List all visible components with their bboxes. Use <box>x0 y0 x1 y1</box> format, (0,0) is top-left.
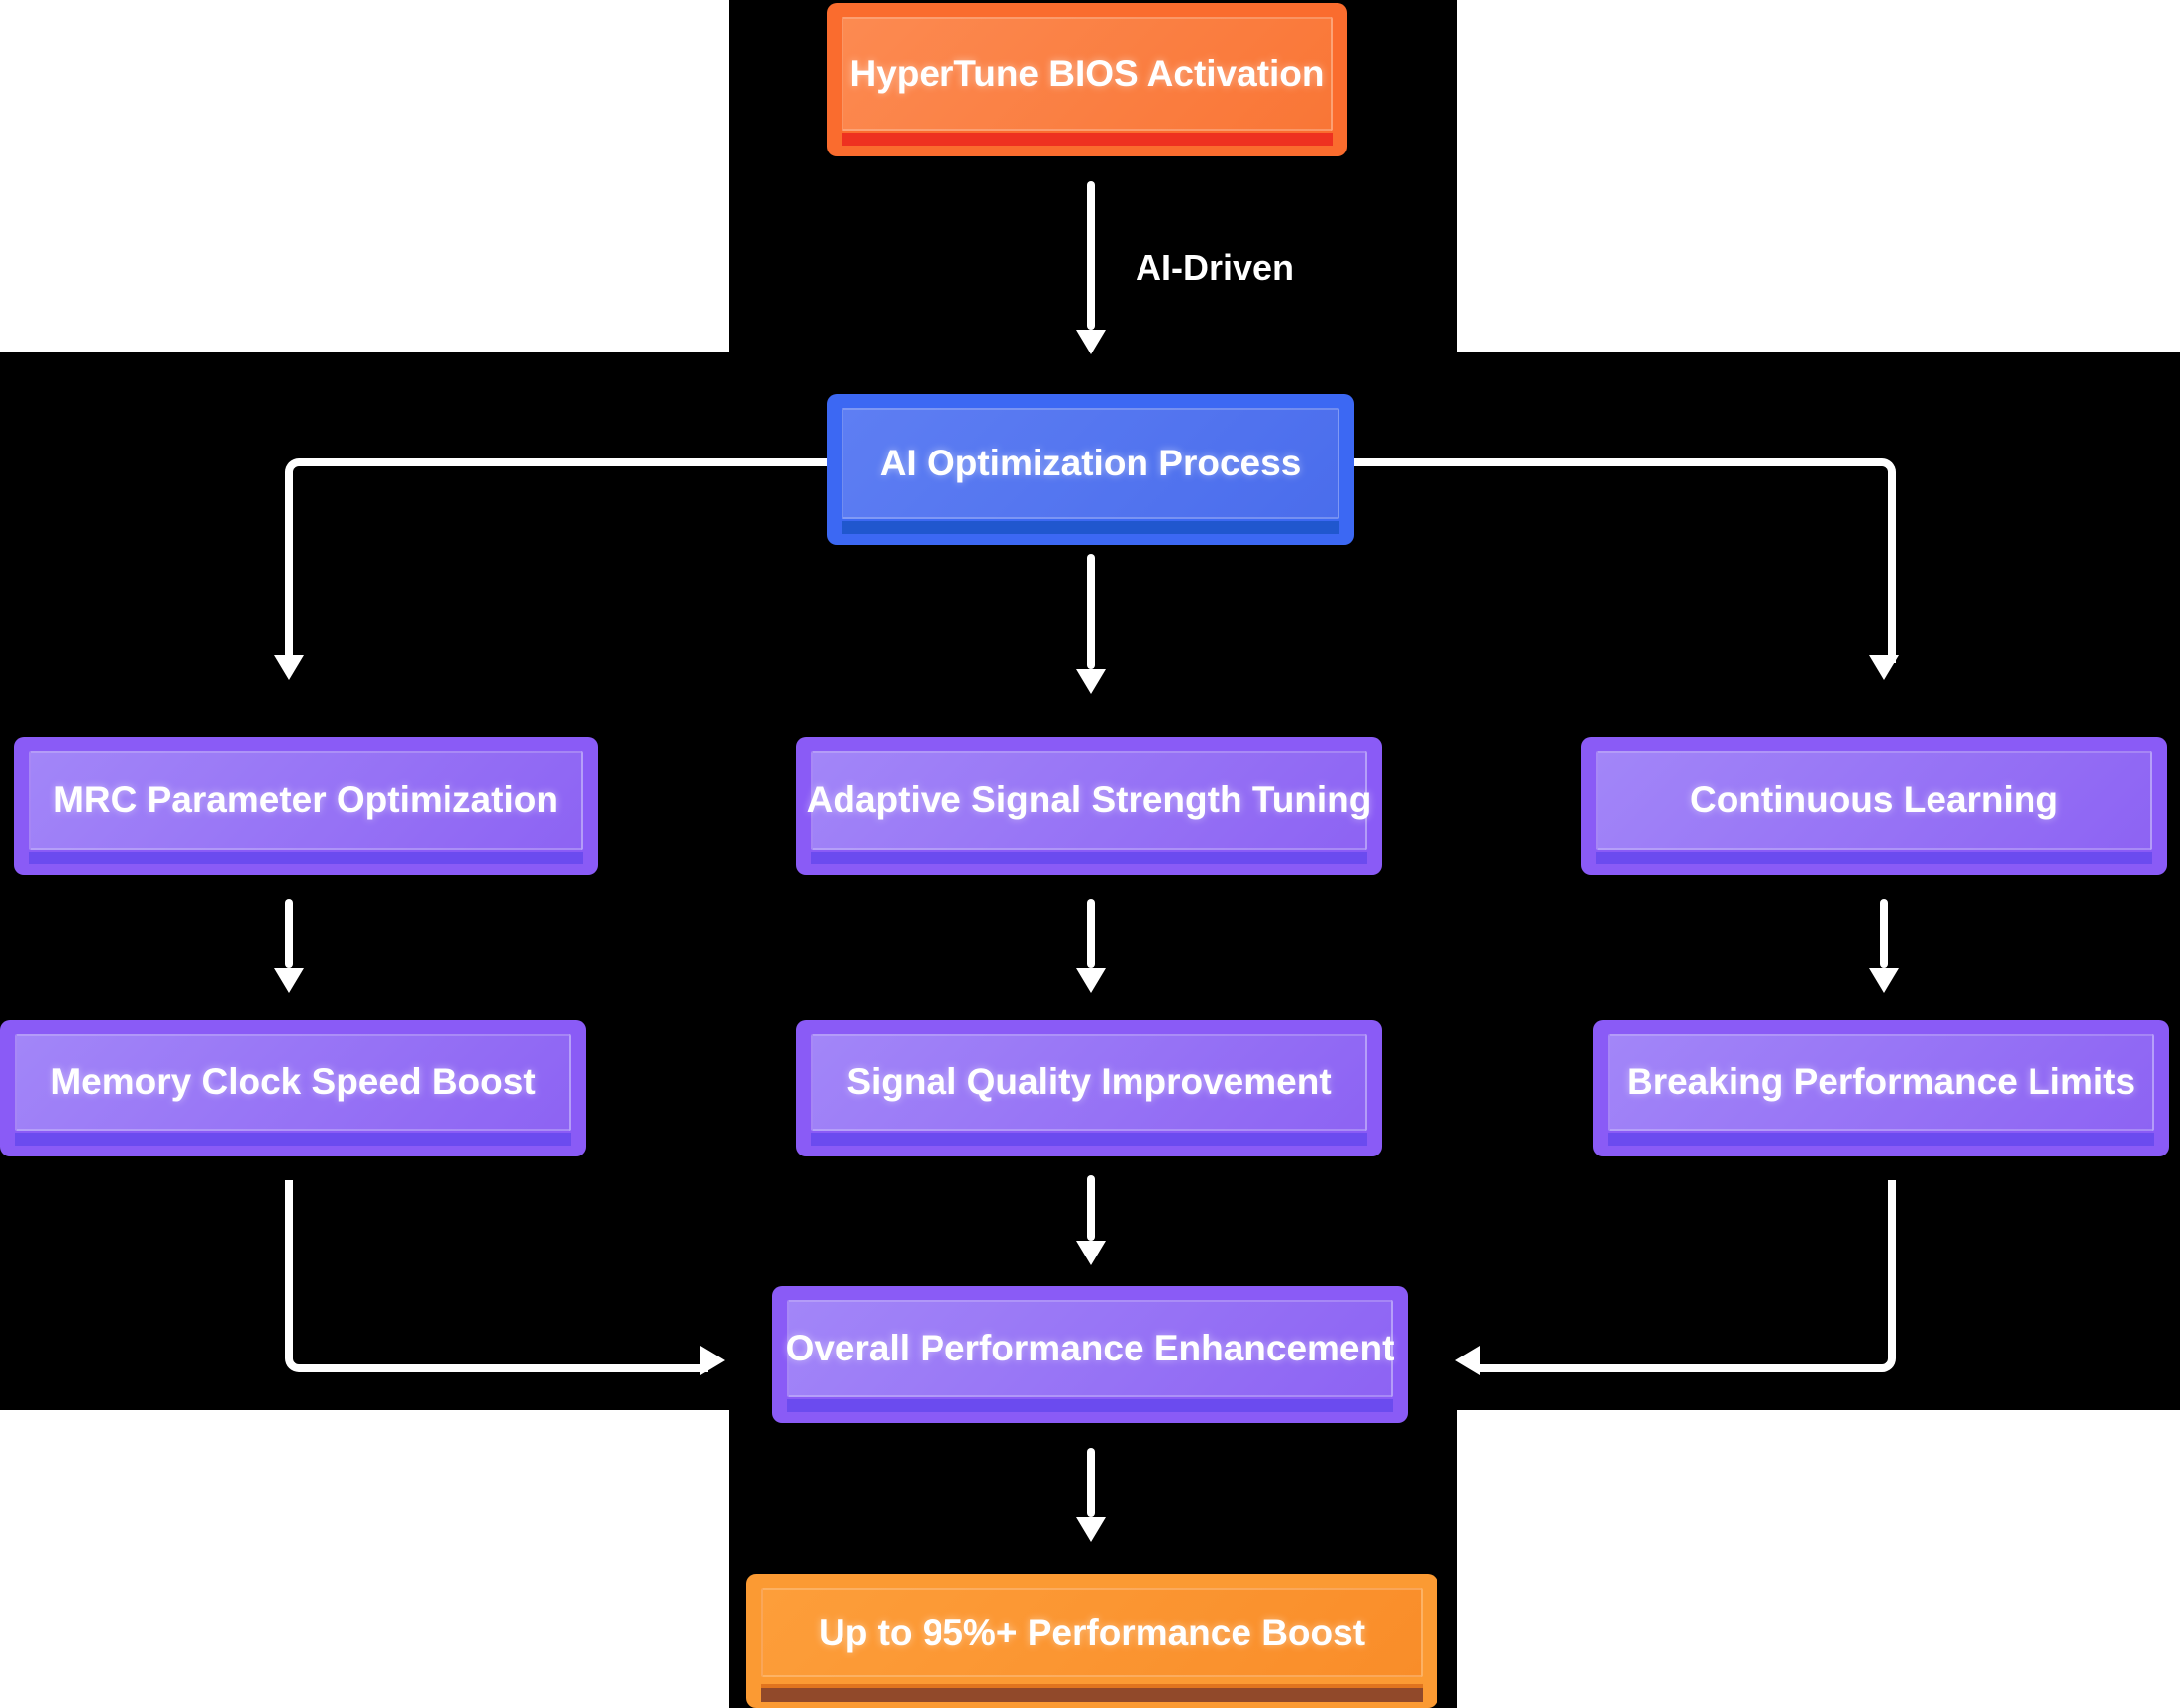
node-adaptive-signal-strength-tuning: Adaptive Signal Strength Tuning <box>796 737 1382 875</box>
node-label: MRC Parameter Optimization <box>53 779 558 820</box>
connector-process-mrc <box>285 458 835 663</box>
connector-signal-overall <box>1087 1175 1095 1241</box>
connector-process-adaptive <box>1087 554 1095 669</box>
node-continuous-learning: Continuous Learning <box>1581 737 2167 875</box>
arrowhead-mrc-memory <box>274 968 304 993</box>
connector-mrc-memory <box>285 899 293 968</box>
node-accent-strip <box>761 1684 1423 1702</box>
arrowhead-limits-overall <box>1455 1346 1480 1375</box>
node-accent-strip <box>787 1399 1393 1412</box>
arrowhead-process-mrc <box>274 655 304 680</box>
node-accent-strip <box>29 852 583 864</box>
node-accent-strip <box>842 521 1339 534</box>
node-overall-performance-enhancement: Overall Performance Enhancement <box>772 1286 1408 1423</box>
arrowhead-memory-overall <box>700 1346 725 1375</box>
node-mrc-parameter-optimization: MRC Parameter Optimization <box>14 737 598 875</box>
arrowhead-overall-boost <box>1076 1517 1106 1542</box>
connector-memory-overall <box>285 1180 708 1372</box>
node-accent-strip <box>15 1133 571 1146</box>
connector-learning-limits <box>1880 899 1888 968</box>
node-panel: Overall Performance Enhancement <box>785 1300 1395 1397</box>
node-label: AI Optimization Process <box>879 443 1302 483</box>
node-label: Signal Quality Improvement <box>846 1061 1332 1102</box>
node-memory-clock-speed-boost: Memory Clock Speed Boost <box>0 1020 586 1156</box>
connector-limits-overall <box>1480 1180 1896 1372</box>
arrowhead-signal-overall <box>1076 1241 1106 1265</box>
connector-activation-process <box>1087 181 1095 330</box>
node-label: Up to 95%+ Performance Boost <box>818 1612 1366 1653</box>
edge-label-ai-driven: AI-Driven <box>1136 248 1295 288</box>
node-performance-boost-result: Up to 95%+ Performance Boost <box>746 1574 1437 1708</box>
node-hypertune-bios-activation: HyperTune BIOS Activation <box>827 3 1347 156</box>
node-panel: Adaptive Signal Strength Tuning <box>807 751 1371 850</box>
arrowhead-activation-process <box>1076 330 1106 354</box>
arrowhead-process-adaptive <box>1076 669 1106 694</box>
node-label: Overall Performance Enhancement <box>785 1328 1395 1368</box>
node-label: HyperTune BIOS Activation <box>849 52 1325 94</box>
node-accent-strip <box>811 852 1367 864</box>
node-panel: Signal Quality Improvement <box>811 1034 1367 1131</box>
node-accent-strip <box>811 1133 1367 1146</box>
node-signal-quality-improvement: Signal Quality Improvement <box>796 1020 1382 1156</box>
node-label: Continuous Learning <box>1689 779 2059 820</box>
node-panel: HyperTune BIOS Activation <box>842 17 1333 131</box>
node-panel: Memory Clock Speed Boost <box>15 1034 571 1131</box>
connector-process-learning <box>1354 458 1896 663</box>
node-breaking-performance-limits: Breaking Performance Limits <box>1593 1020 2169 1156</box>
node-label: Memory Clock Speed Boost <box>50 1061 536 1102</box>
arrowhead-learning-limits <box>1869 968 1899 993</box>
node-label: Breaking Performance Limits <box>1626 1061 2136 1102</box>
connector-overall-boost <box>1087 1448 1095 1517</box>
node-accent-strip <box>842 133 1333 146</box>
node-panel: Breaking Performance Limits <box>1608 1034 2154 1131</box>
node-panel: MRC Parameter Optimization <box>29 751 583 850</box>
node-panel: AI Optimization Process <box>842 408 1339 519</box>
node-accent-strip <box>1596 852 2152 864</box>
node-accent-strip <box>1608 1133 2154 1146</box>
node-panel: Continuous Learning <box>1596 751 2152 850</box>
node-label: Adaptive Signal Strength Tuning <box>806 779 1372 820</box>
arrowhead-adaptive-signal <box>1076 968 1106 993</box>
arrowhead-process-learning <box>1869 655 1899 680</box>
connector-adaptive-signal <box>1087 899 1095 968</box>
node-panel: Up to 95%+ Performance Boost <box>761 1588 1423 1677</box>
node-ai-optimization-process: AI Optimization Process <box>827 394 1354 545</box>
